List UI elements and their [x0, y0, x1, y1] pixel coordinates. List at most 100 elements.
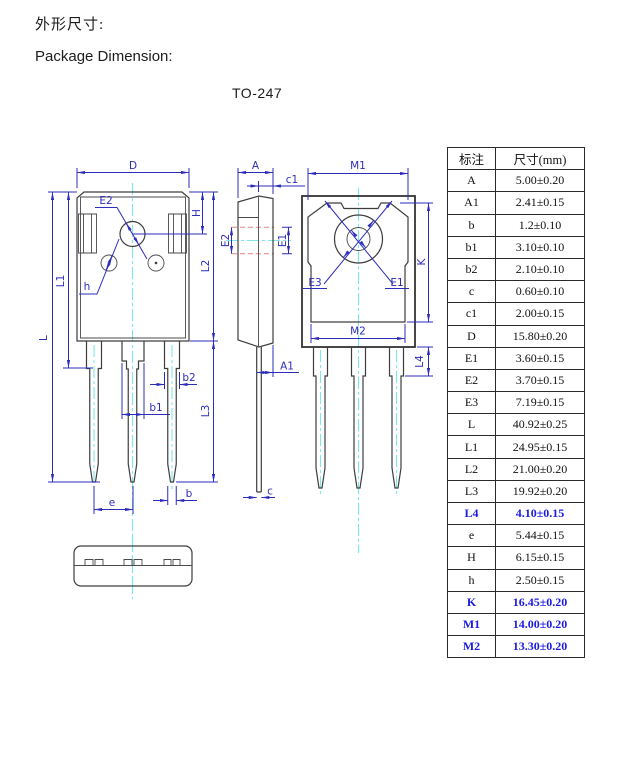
dim-label-D: D [129, 160, 137, 172]
side-body-outline [237, 195, 274, 348]
back-view: M1 M2 K L4 E3 E1 [301, 160, 433, 553]
dim-symbol: c [447, 280, 496, 304]
dim-symbol: M2 [447, 635, 496, 659]
dim-label-M2: M2 [350, 326, 366, 338]
side-body-inner-lines [238, 196, 259, 346]
dim-symbol: M1 [447, 612, 496, 637]
dim-value: 7.19±0.15 [495, 391, 585, 415]
dim-value: 21.00±0.20 [495, 457, 585, 481]
dim-label-H: H [191, 209, 203, 217]
table-header-label: 标注 [447, 146, 496, 171]
dim-symbol: E2 [447, 368, 496, 393]
dim-symbol: b1 [447, 235, 496, 259]
dim-value: 40.92±0.25 [495, 413, 585, 437]
dim-label-L: L [38, 335, 50, 341]
dim-symbol: L1 [447, 435, 496, 459]
dim-label-b2: b2 [182, 372, 195, 384]
back-hole-outer [333, 214, 384, 264]
bottom-lead-tabs [84, 559, 181, 566]
front-left-notch [78, 213, 97, 254]
dim-value: 6.15±0.15 [495, 546, 585, 570]
dim-value: 5.00±0.20 [495, 169, 585, 193]
dim-value: 14.00±0.20 [495, 612, 585, 637]
dim-symbol: H [447, 546, 496, 570]
dim-symbol: K [447, 590, 496, 614]
bottom-view [73, 534, 193, 599]
dim-value: 13.30±0.20 [495, 635, 585, 659]
page-title-english: Package Dimension: [35, 48, 173, 65]
dim-label-E2-front: E2 [99, 195, 112, 207]
side-view: A c1 E2 E1 A1 c [220, 160, 305, 500]
dim-symbol: L2 [447, 457, 496, 481]
dim-symbol: E3 [447, 391, 496, 415]
dim-value: 16.45±0.20 [495, 590, 585, 614]
table-header-row: 标注 尺寸(mm) [447, 146, 585, 171]
dim-label-c: c [267, 486, 273, 498]
table-header-value: 尺寸(mm) [495, 146, 585, 171]
dim-label-L4: L4 [414, 355, 426, 368]
dim-symbol: L3 [447, 479, 496, 504]
back-leg2 [350, 347, 367, 489]
leader-E3-arrow-b [342, 250, 350, 258]
dim-value: 3.60±0.15 [495, 346, 585, 370]
back-extension-lines [307, 168, 433, 377]
dim-value: 3.70±0.15 [495, 368, 585, 393]
package-name: TO-247 [232, 85, 283, 101]
dim-value: 2.00±0.15 [495, 302, 585, 326]
dim-symbol: c1 [447, 302, 496, 326]
front-body-inner-outline [80, 196, 186, 339]
dim-symbol: A1 [447, 191, 496, 215]
front-small-hole-dot [154, 261, 158, 265]
dim-symbol: A [447, 169, 496, 193]
dim-value: 2.50±0.15 [495, 568, 585, 592]
side-hidden-hole-lines [232, 226, 274, 255]
dim-label-E3: E3 [308, 277, 321, 289]
leader-h-arrow-b [107, 255, 113, 264]
dim-label-A1: A1 [280, 361, 294, 373]
dim-symbol: L [447, 413, 496, 437]
front-leg2 [121, 341, 145, 483]
dim-symbol: h [447, 568, 496, 592]
dim-symbol: L4 [447, 501, 496, 526]
leader-E2-arrow-b [133, 237, 140, 246]
dim-value: 2.10±0.10 [495, 257, 585, 282]
back-leg1 [312, 347, 329, 489]
back-leg3 [388, 347, 405, 489]
dim-value: 1.2±0.10 [495, 213, 585, 237]
front-left-small-hole [100, 254, 118, 272]
dim-label-E1-side: E1 [277, 234, 289, 247]
back-hole-inner [346, 227, 371, 251]
dim-value: 4.10±0.15 [495, 501, 585, 526]
dim-label-L1: L1 [55, 275, 67, 288]
leader-E2-arrow-a [125, 222, 132, 231]
dim-label-K: K [416, 257, 428, 265]
bottom-body-outline [73, 545, 193, 587]
leader-E1-arrow-b [359, 240, 367, 249]
leader-E1-back [324, 200, 394, 285]
dim-label-e: e [109, 497, 115, 509]
dim-symbol: b2 [447, 257, 496, 282]
side-lead [256, 347, 262, 493]
dim-value: 3.10±0.10 [495, 235, 585, 259]
dim-label-b1: b1 [149, 402, 162, 414]
leader-E2 [95, 207, 148, 260]
